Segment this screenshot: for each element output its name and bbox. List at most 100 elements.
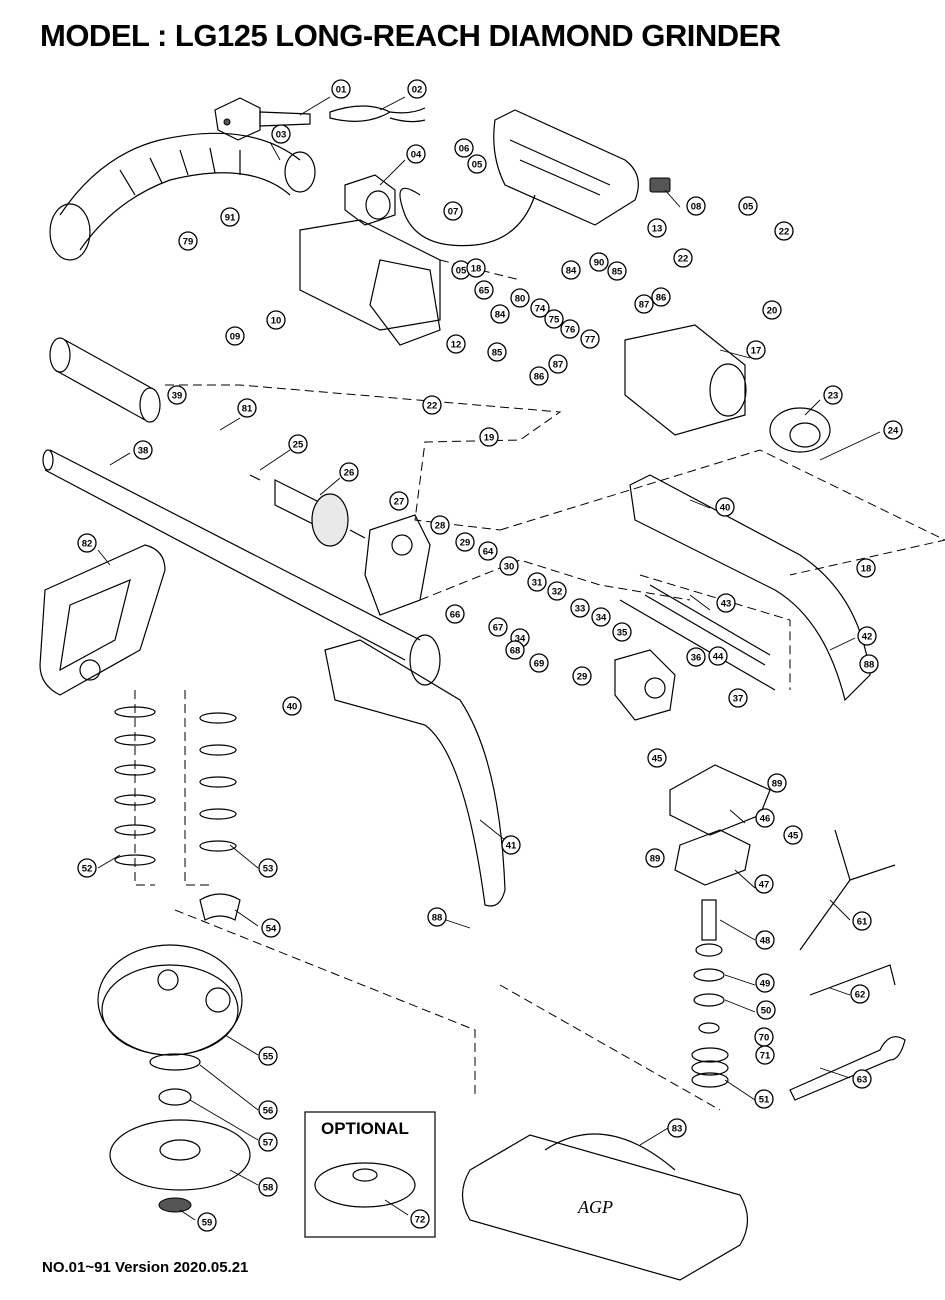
callout-75: 75	[544, 309, 564, 329]
callout-number: 91	[225, 213, 236, 224]
callout-32: 32	[547, 581, 567, 601]
callout-number: 25	[293, 440, 304, 451]
callout-41: 41	[501, 835, 521, 855]
callout-number: 18	[471, 264, 482, 275]
callout-number: 72	[415, 1215, 426, 1226]
callout-82: 82	[77, 533, 97, 553]
callout-80: 80	[510, 288, 530, 308]
callout-62: 62	[850, 984, 870, 1004]
callout-68: 68	[505, 640, 525, 660]
callout-number: 29	[577, 672, 588, 683]
callout-45: 45	[783, 825, 803, 845]
callout-number: 02	[412, 85, 423, 96]
callout-number: 83	[672, 1124, 683, 1135]
callout-71: 71	[755, 1045, 775, 1065]
flange-nut	[158, 1197, 192, 1213]
callout-42: 42	[857, 626, 877, 646]
callout-number: 38	[138, 446, 149, 457]
callout-47: 47	[754, 874, 774, 894]
callout-number: 77	[585, 335, 596, 346]
callout-number: 55	[263, 1052, 274, 1063]
callout-20: 20	[762, 300, 782, 320]
callout-number: 34	[515, 634, 526, 645]
dust-shroud	[97, 944, 243, 1056]
callout-87: 87	[548, 354, 568, 374]
callout-40: 40	[715, 497, 735, 517]
callout-number: 65	[479, 286, 490, 297]
bearing-housing	[614, 649, 676, 721]
callout-number: 40	[287, 702, 298, 713]
callout-23: 23	[823, 385, 843, 405]
callout-84: 84	[490, 304, 510, 324]
callout-66: 66	[445, 604, 465, 624]
callout-89: 89	[645, 848, 665, 868]
callout-number: 27	[394, 497, 405, 508]
vacuum-hose	[49, 132, 316, 261]
callout-number: 44	[713, 652, 724, 663]
callout-number: 84	[566, 266, 577, 277]
armature	[249, 474, 366, 547]
callout-28: 28	[430, 515, 450, 535]
callout-number: 86	[656, 293, 667, 304]
callout-50: 50	[756, 1000, 776, 1020]
pin-spanner	[799, 829, 896, 951]
callout-53: 53	[258, 858, 278, 878]
callout-24: 24	[883, 420, 903, 440]
callout-88: 88	[859, 654, 879, 674]
callout-38: 38	[133, 440, 153, 460]
callout-37: 37	[728, 688, 748, 708]
callout-04: 04	[406, 144, 426, 164]
callout-90: 90	[589, 252, 609, 272]
callout-number: 10	[271, 316, 282, 327]
callout-85: 85	[487, 342, 507, 362]
callout-number: 76	[565, 325, 576, 336]
spindle-stack	[691, 899, 729, 1088]
callout-55: 55	[258, 1046, 278, 1066]
callout-number: 45	[788, 831, 799, 842]
callout-number: 69	[534, 659, 545, 670]
callout-number: 87	[553, 360, 564, 371]
callout-number: 81	[242, 404, 253, 415]
callout-22: 22	[673, 248, 693, 268]
callout-26: 26	[339, 462, 359, 482]
callout-number: 05	[472, 160, 483, 171]
callout-number: 19	[484, 433, 495, 444]
callout-56: 56	[258, 1100, 278, 1120]
callout-03: 03	[271, 124, 291, 144]
callout-number: 68	[510, 646, 521, 657]
callout-number: 45	[652, 754, 663, 765]
callout-31: 31	[527, 572, 547, 592]
assembly-guide-lines	[134, 259, 945, 1111]
callout-01: 01	[331, 79, 351, 99]
callout-45: 45	[647, 748, 667, 768]
callout-43: 43	[716, 593, 736, 613]
callout-07: 07	[443, 201, 463, 221]
callout-91: 91	[220, 207, 240, 227]
callout-74: 74	[530, 298, 550, 318]
callout-number: 09	[230, 332, 241, 343]
callout-number: 49	[760, 979, 771, 990]
callout-35: 35	[612, 622, 632, 642]
callout-05: 05	[467, 154, 487, 174]
callout-48: 48	[755, 930, 775, 950]
callout-30: 30	[499, 556, 519, 576]
callout-number: 52	[82, 864, 93, 875]
callout-12: 12	[446, 334, 466, 354]
callout-36: 36	[686, 647, 706, 667]
callout-number: 43	[721, 599, 732, 610]
callout-number: 57	[263, 1138, 274, 1149]
callout-05: 05	[738, 196, 758, 216]
leader-lines	[97, 96, 881, 1221]
callout-number: 07	[448, 207, 459, 218]
callout-number: 08	[691, 202, 702, 213]
bushing	[158, 1088, 192, 1106]
callout-number: 88	[864, 660, 875, 671]
callout-number: 47	[759, 880, 770, 891]
carry-bag: AGP	[461, 1133, 749, 1281]
spring-left	[114, 706, 156, 866]
callout-49: 49	[755, 973, 775, 993]
callout-number: 17	[751, 346, 762, 357]
callout-number: 50	[761, 1006, 772, 1017]
callout-77: 77	[580, 329, 600, 349]
retaining-ring	[149, 1053, 201, 1071]
